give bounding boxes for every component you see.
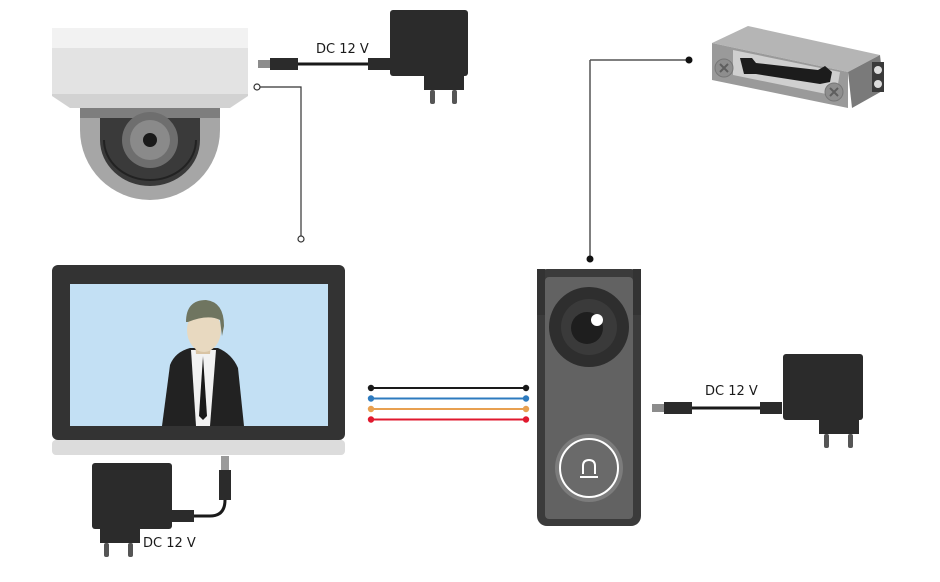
- bus-terminal-black-monitor: [367, 384, 375, 392]
- camera-power-label: DC 12 V: [316, 42, 369, 57]
- bus-terminal-blue-monitor: [367, 395, 375, 402]
- bus-terminal-red-doorbell: [522, 416, 530, 423]
- dome-camera: [52, 28, 248, 200]
- monitor: [52, 265, 345, 455]
- strike-control-line: [586, 56, 693, 263]
- psu-doorbell: [783, 354, 863, 448]
- bus-terminal-orange-monitor: [367, 405, 375, 413]
- bus-wires: [367, 384, 530, 423]
- monitor-power-label: DC 12 V: [143, 536, 196, 551]
- psu-camera: [390, 10, 468, 104]
- bus-terminal-orange-doorbell: [522, 405, 530, 413]
- electric-strike: [712, 26, 884, 108]
- doorbell-power-cable: [652, 402, 782, 414]
- camera-power-cable: [258, 58, 390, 70]
- psu-monitor: [92, 463, 172, 557]
- bell-icon: [580, 458, 598, 478]
- visitor-figure: [162, 300, 244, 426]
- doorbell-power-label: DC 12 V: [705, 384, 758, 399]
- monitor-power-cable: [172, 456, 231, 522]
- camera-signal-line: [253, 83, 305, 243]
- bus-terminal-red-monitor: [367, 416, 375, 423]
- bus-terminal-black-doorbell: [522, 384, 530, 392]
- doorbell: [537, 269, 641, 526]
- doorbell-call-button[interactable]: [555, 434, 623, 502]
- bus-terminal-blue-doorbell: [522, 395, 530, 402]
